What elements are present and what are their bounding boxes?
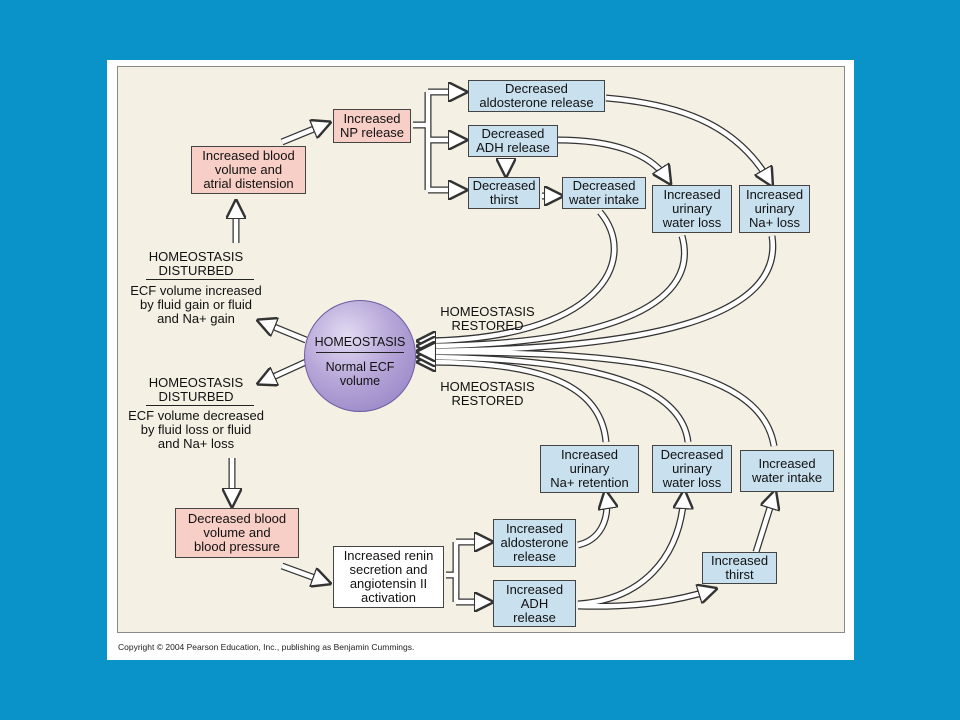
homeostasis-rule xyxy=(316,352,404,353)
box-decreased-blood-volume: Decreased blood volume and blood pressur… xyxy=(175,508,299,558)
top-homeostasis-restored: HOMEOSTASIS RESTORED xyxy=(440,304,535,333)
box-increased-water-intake: Increased water intake xyxy=(740,450,834,492)
homeostasis-sphere xyxy=(304,300,416,412)
box-increased-aldosterone-release: Increased aldosterone release xyxy=(493,519,576,567)
bottom-homeostasis-disturbed-text: ECF volume decreased by fluid loss or fl… xyxy=(128,408,264,451)
bottom-homeostasis-disturbed-title: HOMEOSTASIS DISTURBED xyxy=(148,375,244,404)
box-decreased-water-intake: Decreased water intake xyxy=(562,177,646,209)
box-increased-blood-volume: Increased blood volume and atrial disten… xyxy=(191,146,306,194)
top-homeostasis-disturbed-text: ECF volume increased by fluid gain or fl… xyxy=(130,283,262,326)
box-increased-urinary-water-loss: Increased urinary water loss xyxy=(652,185,732,233)
box-increased-renin: Increased renin secretion and angiotensi… xyxy=(333,546,444,608)
box-decreased-urinary-water-loss: Decreased urinary water loss xyxy=(652,445,732,493)
box-increased-urinary-na-loss: Increased urinary Na+ loss xyxy=(739,185,810,233)
bottom-disturbed-rule xyxy=(146,405,254,406)
homeostasis-title: HOMEOSTASIS xyxy=(314,335,406,349)
box-decreased-thirst: Decreased thirst xyxy=(468,177,540,209)
box-increased-np-release: Increased NP release xyxy=(333,109,411,143)
top-disturbed-rule xyxy=(146,279,254,280)
homeostasis-subtitle: Normal ECF volume xyxy=(325,360,395,388)
box-increased-urinary-na-retention: Increased urinary Na+ retention xyxy=(540,445,639,493)
arrow-aldo-to-na-loss xyxy=(605,94,774,184)
bottom-homeostasis-restored: HOMEOSTASIS RESTORED xyxy=(440,379,535,408)
copyright-notice: Copyright © 2004 Pearson Education, Inc.… xyxy=(118,642,415,652)
box-increased-thirst: Increased thirst xyxy=(702,552,777,584)
box-decreased-adh-release: Decreased ADH release xyxy=(468,125,558,157)
box-decreased-aldosterone-release: Decreased aldosterone release xyxy=(468,80,605,112)
top-homeostasis-disturbed-title: HOMEOSTASIS DISTURBED xyxy=(148,249,244,278)
box-increased-adh-release: Increased ADH release xyxy=(493,580,576,627)
arrow-renin-split xyxy=(446,538,488,606)
